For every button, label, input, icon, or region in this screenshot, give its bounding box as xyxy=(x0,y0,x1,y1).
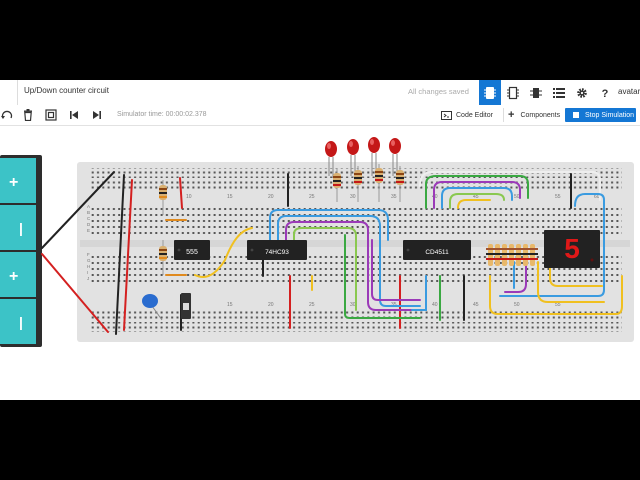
list-icon xyxy=(553,87,565,98)
row-label: C xyxy=(87,216,91,221)
project-title[interactable]: Up/Down counter circuit xyxy=(24,86,109,95)
restart-tool[interactable] xyxy=(68,109,80,121)
components-button[interactable]: + Components xyxy=(503,108,560,122)
help-button[interactable]: ? xyxy=(594,80,616,105)
schematic-view-button[interactable] xyxy=(502,80,524,105)
breadboard-view-button[interactable] xyxy=(479,80,501,105)
slide-switch[interactable] xyxy=(181,293,191,319)
rotate-icon xyxy=(1,110,13,119)
battery-cell xyxy=(0,252,36,297)
delete-tool[interactable] xyxy=(22,109,34,121)
ic-74hc93-counter[interactable]: 74HC93 xyxy=(247,240,307,260)
code-editor-label: Code Editor xyxy=(456,111,493,119)
stop-simulation-label: Stop Simulation xyxy=(585,111,635,119)
row-label: H xyxy=(87,264,90,269)
led[interactable] xyxy=(325,141,337,178)
top-ground-rail xyxy=(90,180,622,190)
row-label: B xyxy=(87,210,90,215)
bottom-power-rail xyxy=(90,310,622,320)
col-label: 10 xyxy=(186,194,192,200)
battery-cell xyxy=(0,158,36,203)
zoom-fit-tool[interactable] xyxy=(45,109,57,121)
simulator-time: Simulator time: 00:00:02.378 xyxy=(117,111,207,118)
stop-icon xyxy=(573,112,579,118)
display-digit: 5 xyxy=(564,233,580,264)
row-label: G xyxy=(87,258,91,263)
switch-knob[interactable] xyxy=(183,303,189,310)
battery-terminal-label: + xyxy=(9,174,18,191)
question-icon: ? xyxy=(602,88,609,99)
col-label: 25 xyxy=(309,194,315,200)
row-label: I xyxy=(87,270,88,275)
col-label: 20 xyxy=(268,194,274,200)
component-list-icon xyxy=(530,87,542,98)
row-label: F xyxy=(87,252,90,257)
battery-cell xyxy=(0,205,36,250)
col-label: 35 xyxy=(391,194,397,200)
title-separator xyxy=(17,80,18,105)
pcb-view-button[interactable] xyxy=(525,80,547,105)
col-label: 55 xyxy=(555,302,561,308)
chip-label: CD4511 xyxy=(425,249,449,256)
skip-back-icon xyxy=(70,111,78,119)
row-label: J xyxy=(87,276,89,281)
resistor-network[interactable] xyxy=(486,244,538,266)
battery-terminal-label: | xyxy=(19,314,23,330)
col-label: 30 xyxy=(350,302,356,308)
col-label: 55 xyxy=(555,194,561,200)
col-label: 45 xyxy=(473,302,479,308)
col-label: 45 xyxy=(473,194,479,200)
components-label: Components xyxy=(520,111,561,119)
col-label: 15 xyxy=(227,194,233,200)
col-label: 25 xyxy=(309,302,315,308)
breadboard-icon xyxy=(484,86,496,99)
col-label: 30 xyxy=(350,194,356,200)
skip-forward-icon xyxy=(93,111,101,119)
battery-cell xyxy=(0,299,36,344)
col-label: 50 xyxy=(514,302,520,308)
col-label: 15 xyxy=(227,302,233,308)
row-letters: A B C D E F G H I J xyxy=(87,204,91,281)
chip-icon xyxy=(507,86,519,99)
gear-icon xyxy=(577,87,587,98)
row-label: E xyxy=(87,228,90,233)
battery-pack[interactable]: + | + | xyxy=(0,155,42,347)
chip-label: 74HC93 xyxy=(265,249,289,256)
row-label: D xyxy=(87,222,91,227)
ic-cd4511-decoder[interactable]: CD4511 xyxy=(403,240,471,260)
ic-555-timer[interactable]: 555 xyxy=(174,240,210,260)
battery-terminal-label: | xyxy=(19,220,23,236)
col-label: 40 xyxy=(432,302,438,308)
circuit-canvas[interactable]: 10 15 20 25 30 35 40 45 50 55 60 15 20 2… xyxy=(0,80,640,400)
code-editor-button[interactable]: Code Editor xyxy=(441,108,493,122)
save-status: All changes saved xyxy=(408,87,469,96)
plus-icon: + xyxy=(508,109,515,121)
app-window: Up/Down counter circuit All changes save… xyxy=(0,80,640,400)
rotate-tool[interactable] xyxy=(1,109,13,121)
avatar[interactable]: avatar xyxy=(618,87,640,96)
signal-wires[interactable] xyxy=(194,171,623,321)
capacitor[interactable] xyxy=(142,294,163,321)
settings-button[interactable] xyxy=(571,80,593,105)
step-tool[interactable] xyxy=(91,109,103,121)
row-label: A xyxy=(87,204,90,209)
resistors[interactable] xyxy=(159,164,404,275)
battery-terminal-label: + xyxy=(9,268,18,285)
chip-label: 555 xyxy=(186,249,198,256)
trash-icon xyxy=(24,109,32,121)
col-label: 20 xyxy=(268,302,274,308)
svg-text:?: ? xyxy=(602,88,609,99)
bottom-ground-rail xyxy=(90,322,622,332)
col-label: 60 xyxy=(594,194,600,200)
zoom-fit-icon xyxy=(45,109,57,121)
editor-toolbar: Simulator time: 00:00:02.378 Code Editor… xyxy=(0,105,640,126)
list-view-button[interactable] xyxy=(548,80,570,105)
stop-simulation-button[interactable]: Stop Simulation xyxy=(565,108,636,122)
code-icon xyxy=(441,110,452,120)
col-label: 50 xyxy=(514,194,520,200)
seven-segment-display[interactable]: 5 xyxy=(544,230,600,268)
